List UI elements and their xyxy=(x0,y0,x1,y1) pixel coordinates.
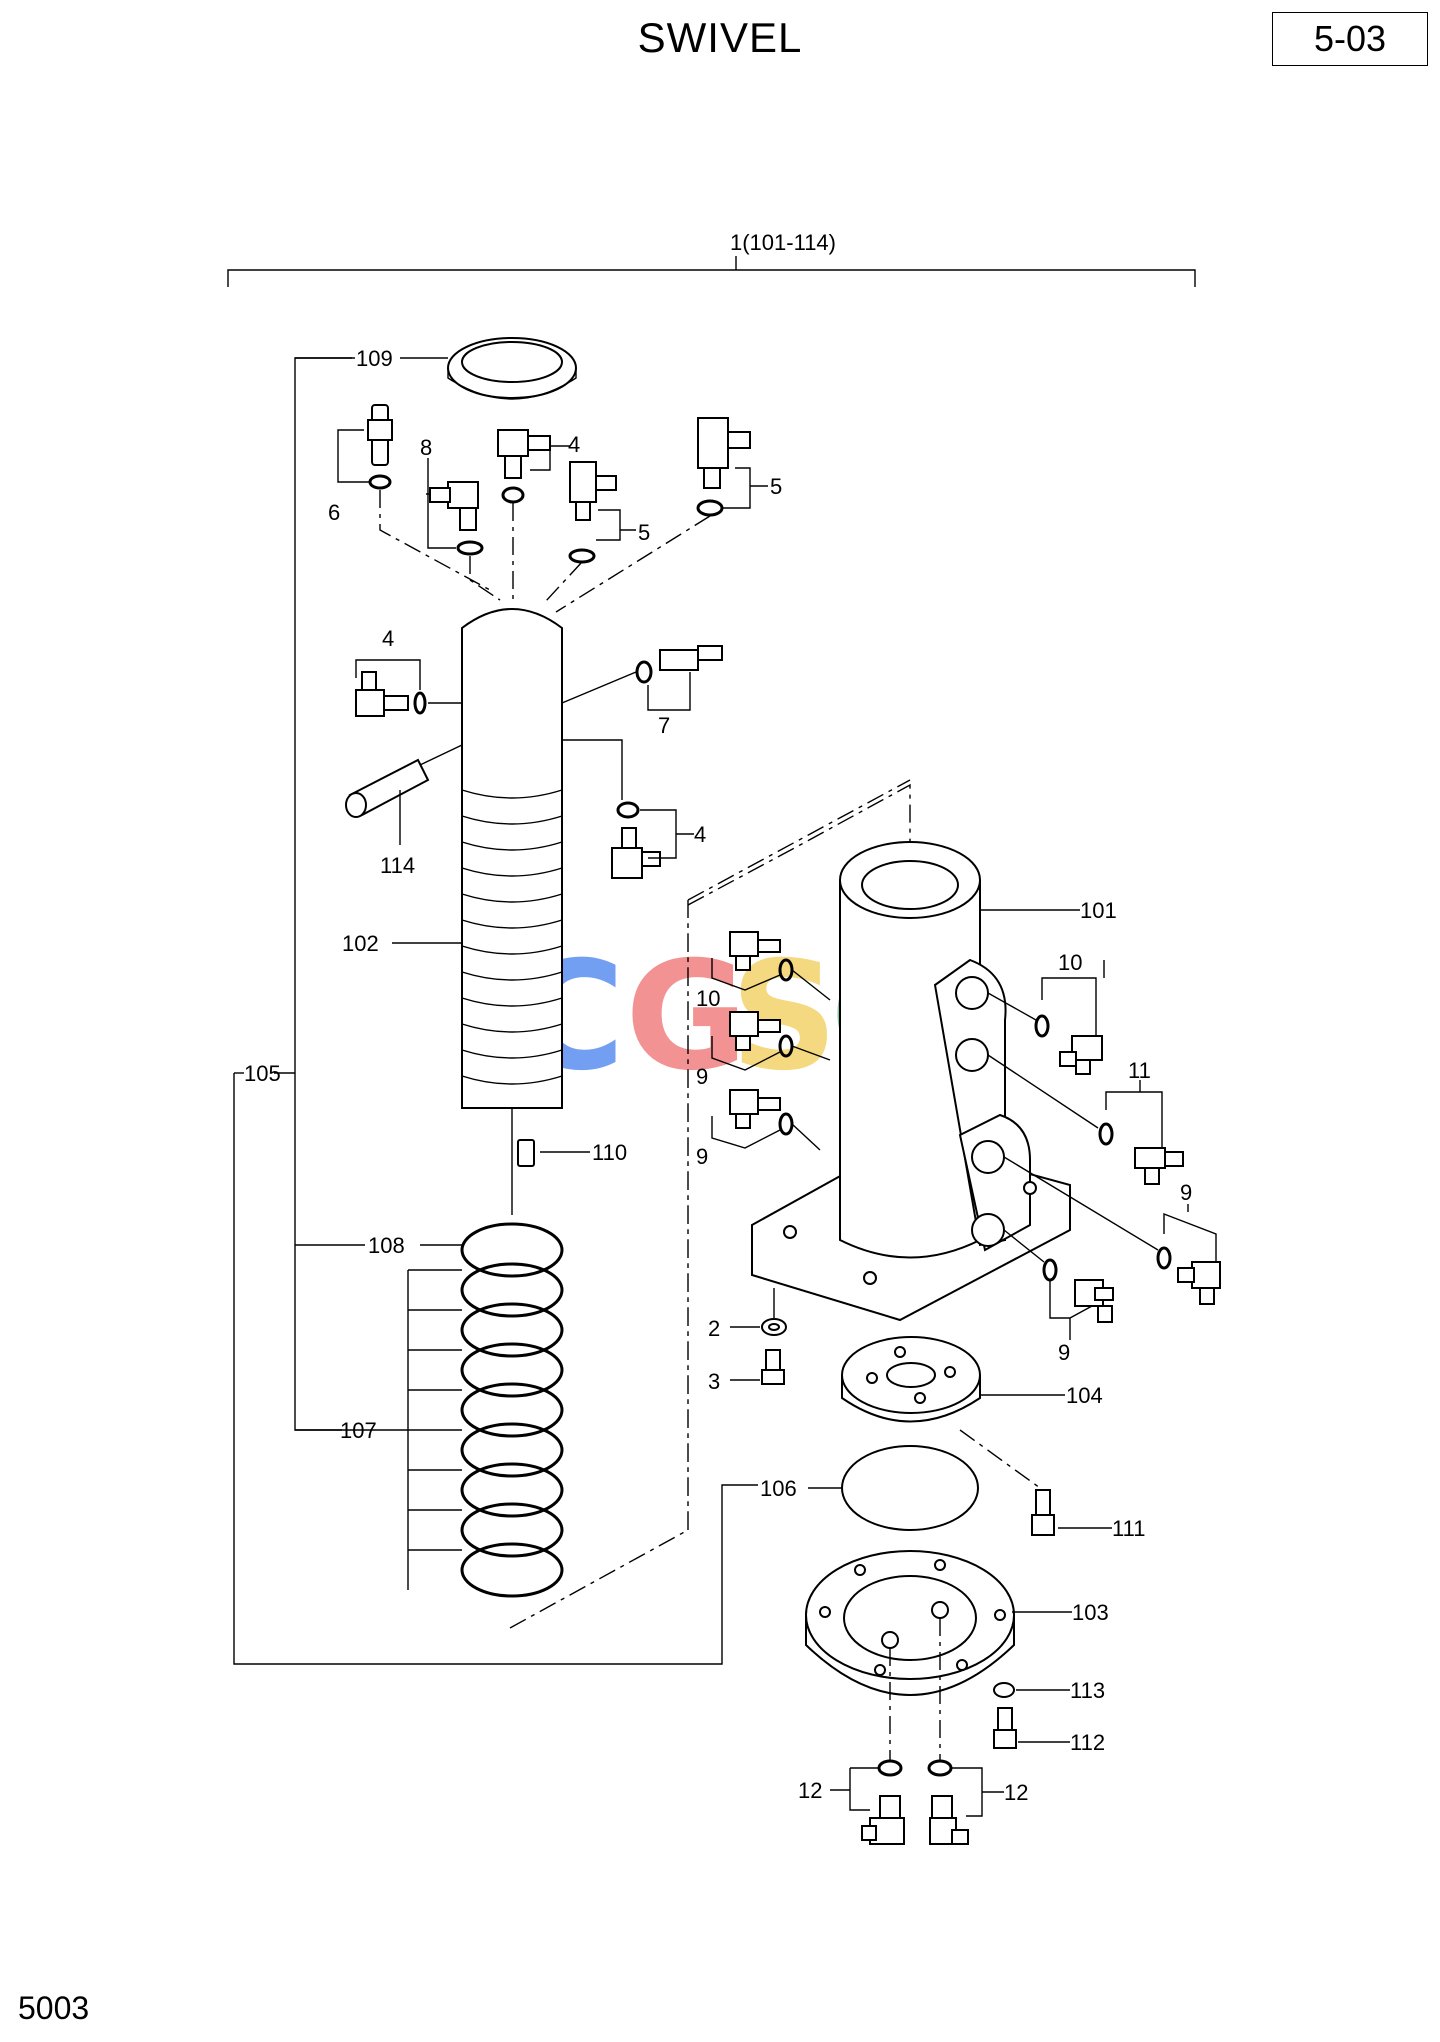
spindle-groove xyxy=(461,971,563,981)
label-9-c: 9 xyxy=(1180,1180,1192,1205)
seal-ring xyxy=(460,1222,564,1278)
label-4-top: 4 xyxy=(568,432,580,457)
label-5-mid: 5 xyxy=(638,520,650,545)
label-10-b: 10 xyxy=(1058,950,1082,975)
part-110-setscrew xyxy=(517,1139,535,1167)
label-11: 11 xyxy=(1128,1058,1151,1083)
label-102: 102 xyxy=(342,931,379,956)
label-8: 8 xyxy=(420,435,432,460)
label-4-right: 4 xyxy=(694,822,706,847)
label-113: 113 xyxy=(1070,1678,1105,1703)
label-112: 112 xyxy=(1070,1730,1105,1755)
spindle-groove xyxy=(461,815,563,825)
part-106-oring xyxy=(841,1445,979,1531)
fitting-5-mid xyxy=(568,461,617,564)
label-104: 104 xyxy=(1066,1383,1103,1408)
assembly-label: 1(101-114) xyxy=(730,230,836,255)
fitting-4-right xyxy=(611,801,661,879)
label-7: 7 xyxy=(658,713,670,738)
page-title: SWIVEL xyxy=(637,14,803,61)
fitting-4-top xyxy=(497,429,551,504)
label-103: 103 xyxy=(1072,1600,1109,1625)
part-114-plug xyxy=(345,758,430,818)
part-103-flange xyxy=(805,1550,1015,1696)
fitting-5-right xyxy=(696,417,751,517)
spindle-groove xyxy=(461,867,563,877)
label-2: 2 xyxy=(708,1316,720,1341)
spindle-groove xyxy=(461,789,563,799)
label-109: 109 xyxy=(356,346,393,371)
label-12-a: 12 xyxy=(798,1778,822,1803)
spindle-groove xyxy=(461,893,563,903)
fittings-right-housing xyxy=(1034,1014,1221,1323)
seal-ring xyxy=(460,1302,564,1358)
label-5-right: 5 xyxy=(770,474,782,499)
part-112-bolt xyxy=(993,1707,1017,1749)
seal-ring xyxy=(460,1342,564,1398)
part-101-housing xyxy=(751,841,1071,1322)
label-110: 110 xyxy=(592,1140,627,1165)
label-6: 6 xyxy=(328,500,340,525)
seal-ring xyxy=(460,1542,564,1598)
label-108: 108 xyxy=(368,1233,405,1258)
label-9-d: 9 xyxy=(1058,1340,1070,1365)
page-number-box: 5-03 xyxy=(1272,12,1428,66)
part-111-bolt xyxy=(1031,1489,1055,1536)
label-3: 3 xyxy=(708,1369,720,1394)
label-105: 105 xyxy=(244,1061,281,1086)
part-113-washer xyxy=(993,1682,1015,1698)
fittings-left-housing xyxy=(729,931,794,1136)
part-3-bolt xyxy=(761,1349,785,1385)
assembly-bracket: 1(101-114) xyxy=(227,230,1196,287)
label-4-left: 4 xyxy=(382,626,394,651)
fitting-7 xyxy=(635,645,723,684)
ring-bracket xyxy=(368,1270,409,1590)
seal-ring xyxy=(460,1462,564,1518)
seal-ring xyxy=(460,1502,564,1558)
spindle-groove xyxy=(461,1049,563,1059)
part-2-washer xyxy=(761,1318,787,1336)
label-9-b: 9 xyxy=(696,1144,708,1169)
label-12-b: 12 xyxy=(1004,1780,1028,1805)
part-102-spindle xyxy=(461,608,563,1109)
seal-ring xyxy=(460,1262,564,1318)
part-104-cover xyxy=(841,1336,981,1423)
fitting-4-left xyxy=(355,671,427,717)
label-114: 114 xyxy=(380,853,415,878)
seal-ring xyxy=(460,1422,564,1478)
spindle-groove xyxy=(461,1075,563,1085)
part-109-seal xyxy=(447,337,577,400)
parts-107-108-rings xyxy=(460,1222,564,1598)
label-106: 106 xyxy=(760,1476,797,1501)
label-111: 111 xyxy=(1112,1516,1145,1541)
spindle-groove xyxy=(461,945,563,955)
label-9-a: 9 xyxy=(696,1064,708,1089)
label-101: 101 xyxy=(1080,898,1117,923)
spindle-groove xyxy=(461,919,563,929)
seal-ring xyxy=(460,1382,564,1438)
label-10-a: 10 xyxy=(696,986,720,1011)
spindle-groove xyxy=(461,1023,563,1033)
fitting-8 xyxy=(429,481,484,556)
fitting-6 xyxy=(367,404,393,490)
footer-code: 5003 xyxy=(18,1990,90,2026)
watermark-letter-g: G xyxy=(625,930,748,1104)
parts-12-fittings xyxy=(861,1759,969,1845)
spindle-groove xyxy=(461,841,563,851)
spindle-groove xyxy=(461,997,563,1007)
